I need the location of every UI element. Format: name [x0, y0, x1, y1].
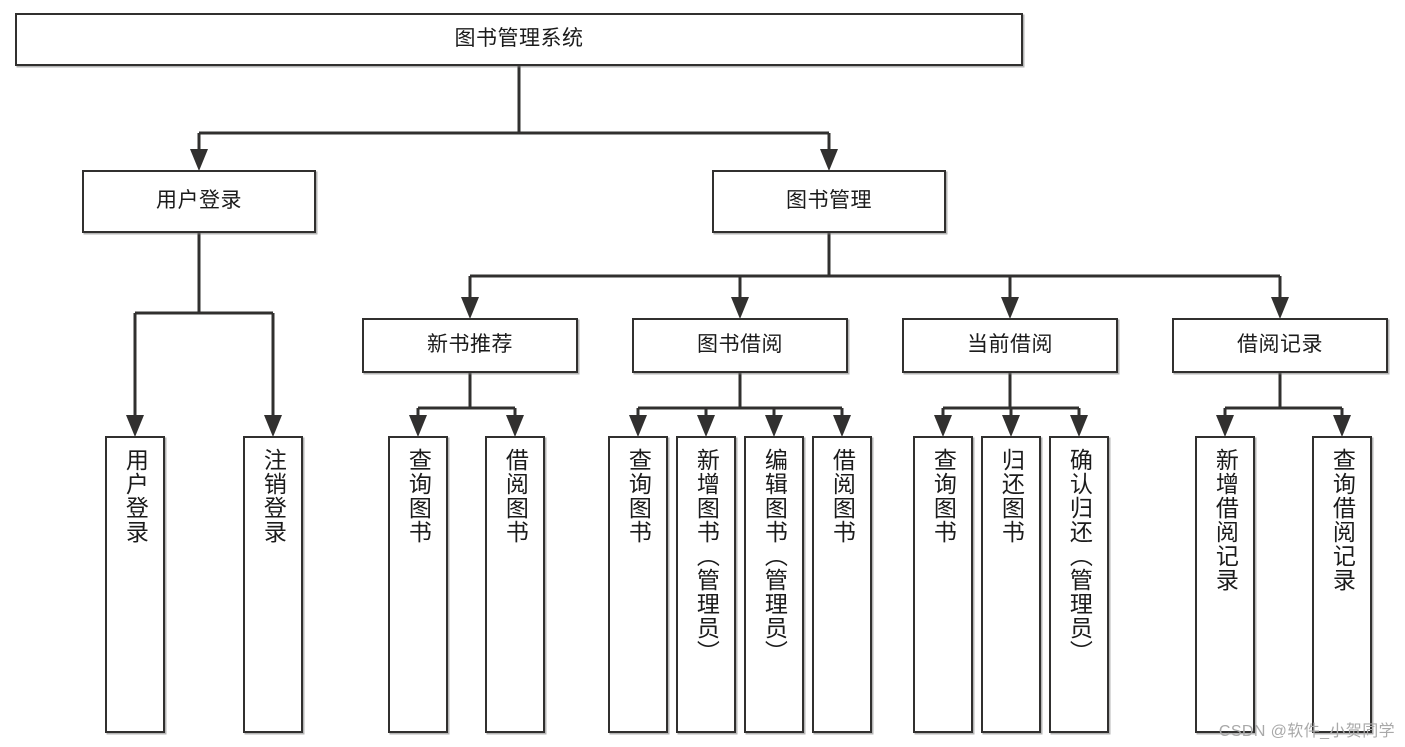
node-leaf-logout[interactable]: 注销登录 [243, 436, 303, 733]
node-label: 借阅图书 [502, 448, 529, 544]
node-label: 图书借阅 [697, 333, 783, 357]
node-root-system[interactable]: 图书管理系统 [15, 13, 1023, 66]
node-leaf-query-book-recommendation[interactable]: 查询图书 [388, 436, 448, 733]
node-book-management[interactable]: 图书管理 [712, 170, 946, 233]
node-leaf-add-book-admin[interactable]: 新增图书（管理员） [676, 436, 736, 733]
node-leaf-borrow-book-recommendation[interactable]: 借阅图书 [485, 436, 545, 733]
node-label: 图书管理 [786, 189, 872, 213]
node-book-borrow[interactable]: 图书借阅 [632, 318, 848, 373]
node-label: 借阅图书 [829, 448, 856, 544]
node-leaf-query-borrow-record[interactable]: 查询借阅记录 [1312, 436, 1372, 733]
node-current-borrow[interactable]: 当前借阅 [902, 318, 1118, 373]
watermark: CSDN @软件_小贺同学 [1218, 723, 1395, 740]
node-label: 当前借阅 [967, 333, 1053, 357]
node-leaf-user-login[interactable]: 用户登录 [105, 436, 165, 733]
node-new-book-recommendation[interactable]: 新书推荐 [362, 318, 578, 373]
node-leaf-confirm-return-admin[interactable]: 确认归还（管理员） [1049, 436, 1109, 733]
node-label: 查询图书 [625, 448, 652, 544]
node-leaf-query-book-borrow[interactable]: 查询图书 [608, 436, 668, 733]
node-user-login[interactable]: 用户登录 [82, 170, 316, 233]
node-borrow-record[interactable]: 借阅记录 [1172, 318, 1388, 373]
node-label: 图书管理系统 [454, 27, 584, 51]
node-label: 新增图书（管理员） [693, 448, 720, 664]
node-label: 新增借阅记录 [1212, 448, 1239, 592]
node-label: 查询图书 [405, 448, 432, 544]
node-label: 归还图书 [998, 448, 1025, 544]
node-label: 确认归还（管理员） [1066, 448, 1093, 664]
node-label: 查询图书 [930, 448, 957, 544]
node-label: 用户登录 [156, 189, 242, 213]
node-leaf-add-borrow-record[interactable]: 新增借阅记录 [1195, 436, 1255, 733]
node-label: 用户登录 [122, 448, 149, 544]
node-label: 借阅记录 [1237, 333, 1323, 357]
node-leaf-return-book[interactable]: 归还图书 [981, 436, 1041, 733]
node-leaf-edit-book-admin[interactable]: 编辑图书（管理员） [744, 436, 804, 733]
node-label: 新书推荐 [427, 333, 513, 357]
node-leaf-borrow-book[interactable]: 借阅图书 [812, 436, 872, 733]
node-leaf-query-book-current[interactable]: 查询图书 [913, 436, 973, 733]
node-label: 编辑图书（管理员） [761, 448, 788, 664]
node-label: 查询借阅记录 [1329, 448, 1356, 592]
node-label: 注销登录 [260, 448, 287, 544]
